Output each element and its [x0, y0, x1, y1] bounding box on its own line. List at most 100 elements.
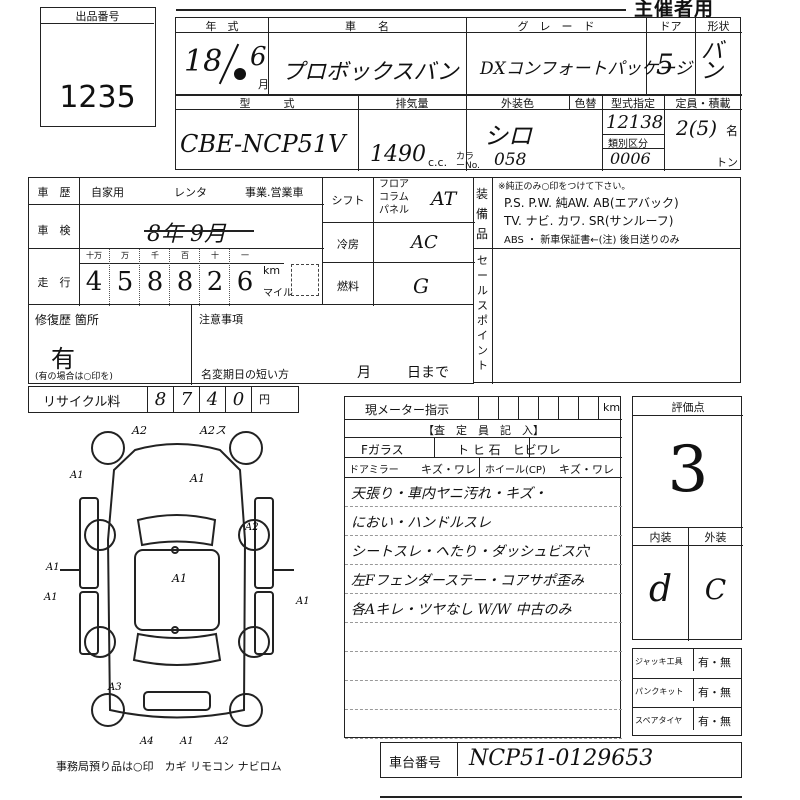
meter-digit-box [539, 397, 559, 419]
repair-label: 修復歴 箇所 [35, 313, 99, 327]
diagram-mark-a2-right-door: A2 [244, 522, 259, 533]
repair-block: 修復歴 箇所 有 (有の場合は○印を) 注意事項 名変期日の短い方 月 日まで [28, 304, 474, 385]
month-value: 6 [250, 42, 267, 72]
shift-value: AT [431, 188, 457, 210]
note-rule [345, 535, 622, 536]
recycle-digit: 0 [225, 387, 251, 412]
meter-digit-box [559, 397, 579, 419]
note-rule [345, 622, 622, 623]
inspector-notes: 天張り・車内ヤニ汚れ・キズ・におい・ハンドルスレシートスレ・ヘたり・ダッシュビス… [345, 477, 622, 739]
equipment-note: ※純正のみ○印をつけて下さい。 [498, 182, 631, 192]
exterior-color-label: 外装色 [501, 97, 534, 110]
mile-label: マイル [263, 288, 293, 299]
accessory-value: 有・無 [693, 649, 731, 671]
mileage-digit: 2 [206, 267, 224, 297]
mileage-digit-unit: 一 [241, 251, 249, 260]
diagram-mark-a3: A3 [107, 682, 122, 693]
ink-blot [234, 68, 246, 80]
private-use: 自家用 [91, 186, 124, 199]
month-unit: 月 [258, 78, 269, 91]
capacity-value: 2(5) [676, 116, 718, 140]
repair-value: 有 [51, 345, 75, 373]
rating-score: 3 [667, 433, 709, 507]
load-unit: トン [716, 156, 738, 169]
recycle-unit: 円 [251, 387, 277, 412]
car-damage-diagram: A2 A2ス A1 A1 A1 A1 A1 A1 A2 A3 A4 A1 A2 [43, 424, 310, 747]
body-value: バン [701, 39, 724, 84]
note-rule [345, 651, 622, 652]
equipment-row1: P.S. P.W. 純AW. AB(エアバック) [504, 196, 679, 210]
mileage-digit-unit: 十万 [86, 251, 102, 260]
inspector-note-line: 左Fフェンダーステー・コアサポ歪み [351, 573, 585, 589]
rental-use: レンタ [174, 186, 207, 199]
body-label: 形状 [707, 20, 730, 33]
diagram-mark-a2s: A2ス [199, 424, 226, 437]
lot-label: 出品番号 [41, 8, 154, 24]
color-no-value: 058 [494, 150, 527, 170]
car-name-label: 車 名 [345, 20, 389, 33]
inspector-note-line: におい・ハンドルスレ [351, 515, 491, 531]
inspection-label: 車 検 [37, 224, 71, 237]
shift-option: コラム [379, 192, 409, 203]
exterior-grade: C [704, 573, 727, 606]
shift-option: フロア [379, 179, 409, 190]
equipment-row3: ABS ・ 新車保証書←(注) 後日送りのみ [504, 235, 680, 246]
diagram-mark-a4: A4 [139, 736, 154, 747]
repair-note: (有の場合は○印を) [35, 372, 113, 382]
top-table: 年 式 車 名 グ レ ー ド ドア 形状 18 6 月 プロボックスバン DX… [175, 17, 742, 171]
mileage-digit: 6 [236, 267, 254, 297]
mileage-digit: 5 [116, 267, 134, 297]
diagram-mark-a1-right: A1 [295, 596, 310, 607]
diagram-mark-a1-front: A1 [189, 472, 205, 485]
mirror-options: キズ・ワレ [421, 463, 476, 476]
accessory-value: 有・無 [693, 679, 731, 701]
accessory-label: パンクキット [635, 687, 684, 696]
note-rule [345, 709, 622, 710]
recycle-digit: 7 [173, 387, 199, 412]
color-no-label: カラーNo. [456, 152, 480, 171]
mileage-digit-unit: 千 [151, 251, 159, 260]
type-designation-label: 型式指定 [611, 97, 655, 110]
capacity-label: 定員・積載 [675, 97, 731, 110]
mile-box [291, 264, 319, 296]
mileage-digit: 8 [176, 267, 194, 297]
equipment-row2: TV. ナビ. カワ. SR(サンルーフ) [504, 214, 674, 228]
door-label: ドア [659, 20, 682, 33]
accessory-row: ジャッキ工具有・無 [633, 649, 741, 678]
equipment-label: 装備品 [476, 187, 489, 241]
recycle-label: リサイクル料 [43, 395, 121, 410]
fuel-value: G [413, 274, 429, 298]
business-use: 事業.営業車 [245, 186, 304, 199]
sales-point-block: セールスポイント [473, 248, 741, 384]
capacity-unit: 名 [726, 124, 739, 138]
inspector-block: 現メーター指示 km 【査 定 員 記 入】 Fガラス ト ヒ 石 ヒビワレ ド… [344, 396, 622, 739]
color-value: シロ [484, 122, 532, 150]
fuel-label: 燃料 [337, 280, 359, 293]
mileage-label: 走 行 [37, 276, 71, 289]
interior-label: 内装 [649, 531, 672, 544]
diagram-mark-a1-rear: A1 [179, 736, 194, 747]
inspector-header: 【査 定 員 記 入】 [423, 424, 544, 437]
glass-options: ト ヒ 石 ヒビワレ [457, 443, 561, 457]
displacement-label: 排気量 [395, 97, 429, 110]
diagram-mark-a1-left-front: A1 [69, 470, 84, 481]
shift-options: フロアコラムパネル [379, 178, 409, 217]
ac-label: 冷房 [337, 238, 359, 251]
wheel-label: ホイール(CP) [485, 465, 546, 476]
meter-label: 現メーター指示 [365, 403, 450, 417]
chassis-label: 車台番号 [389, 756, 442, 771]
inspector-note-line: 各Aキレ・ツヤなし W/W 中古のみ [351, 602, 572, 618]
meter-digit-box [519, 397, 539, 419]
diagram-footer: 事務局預り品は○印 カギ リモコン ナビロム [56, 760, 282, 773]
category-label: 類別区分 [608, 139, 648, 150]
spec-block: シフト フロアコラムパネル AT 冷房 AC 燃料 G [322, 177, 475, 306]
accessory-label: スペアタイヤ [635, 716, 683, 725]
meter-digit-box [479, 397, 499, 419]
meter-boxes [479, 397, 599, 419]
grade-value: DXコンフォートパッケージ [480, 59, 692, 79]
lot-number: 1235 [59, 80, 136, 115]
accessory-row: パンクキット有・無 [633, 678, 741, 707]
